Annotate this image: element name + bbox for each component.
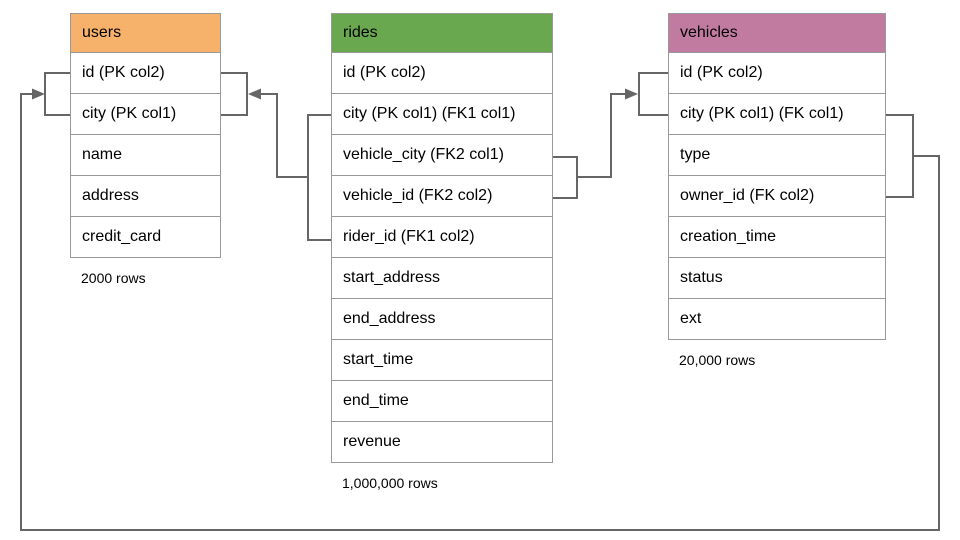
vehicles-to-users-fk-loop-arrowhead-icon — [32, 88, 45, 100]
rides-to-vehicles-fk2-link — [577, 93, 626, 178]
rides-fk1-bracket-left — [307, 114, 331, 241]
column-row-rides: rider_id (FK1 col2) — [331, 217, 553, 258]
column-row-vehicles: status — [668, 258, 886, 299]
column-row-rides: city (PK col1) (FK1 col1) — [331, 94, 553, 135]
column-row-vehicles: city (PK col1) (FK col1) — [668, 94, 886, 135]
rides-fk2-bracket-right — [553, 156, 578, 199]
column-row-rides: id (PK col2) — [331, 53, 553, 94]
column-row-rides: start_address — [331, 258, 553, 299]
column-row-rides: end_address — [331, 299, 553, 340]
column-row-users: name — [70, 135, 221, 176]
vehicles-pk-bracket-left — [638, 72, 668, 116]
rides-to-users-fk1-link-arrowhead-icon — [248, 88, 261, 100]
column-row-vehicles: type — [668, 135, 886, 176]
column-row-rides: end_time — [331, 381, 553, 422]
column-row-rides: revenue — [331, 422, 553, 463]
row-count-label-rides: 1,000,000 rows — [342, 475, 438, 491]
column-row-users: address — [70, 176, 221, 217]
row-count-label-vehicles: 20,000 rows — [679, 352, 756, 368]
column-row-rides: vehicle_city (FK2 col1) — [331, 135, 553, 176]
table-header-users: users — [70, 13, 221, 53]
column-row-vehicles: id (PK col2) — [668, 53, 886, 94]
column-row-vehicles: creation_time — [668, 217, 886, 258]
table-header-vehicles: vehicles — [668, 13, 886, 53]
column-row-users: credit_card — [70, 217, 221, 258]
column-row-vehicles: ext — [668, 299, 886, 340]
column-row-rides: vehicle_id (FK2 col2) — [331, 176, 553, 217]
column-row-users: city (PK col1) — [70, 94, 221, 135]
users-pk-bracket-right — [221, 72, 248, 116]
column-row-rides: start_time — [331, 340, 553, 381]
row-count-label-users: 2000 rows — [81, 270, 146, 286]
column-row-vehicles: owner_id (FK col2) — [668, 176, 886, 217]
rides-to-vehicles-fk2-link-arrowhead-icon — [625, 88, 638, 100]
rides-to-users-fk1-link — [260, 93, 308, 178]
column-row-users: id (PK col2) — [70, 53, 221, 94]
vehicles-fk-bracket-right — [886, 114, 914, 198]
users-pk-bracket-left — [44, 72, 70, 116]
table-header-rides: rides — [331, 13, 553, 53]
vehicles-to-users-fk-loop — [20, 93, 940, 531]
